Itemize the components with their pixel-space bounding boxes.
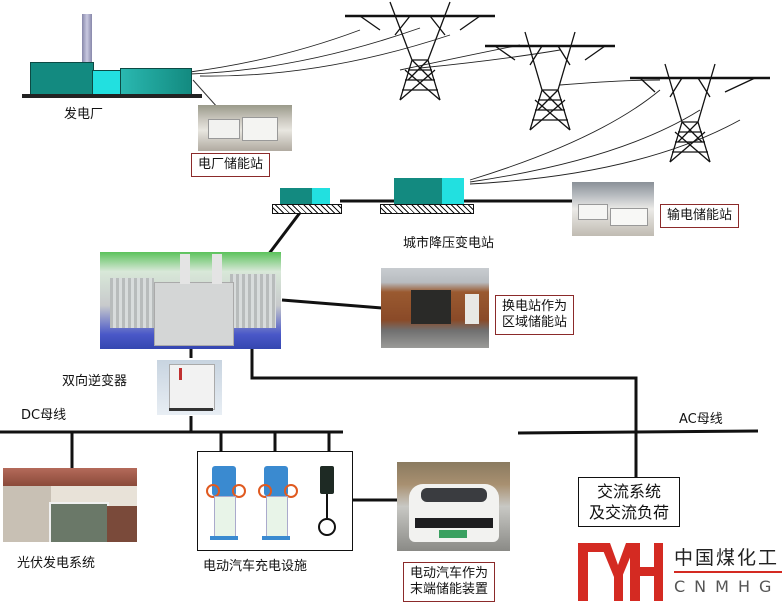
ac-bus-line	[517, 429, 759, 435]
transformer-photo	[100, 252, 281, 349]
ev-charging-group	[197, 451, 353, 551]
ev-storage-label: 电动汽车作为 末端储能装置	[403, 562, 496, 602]
power-plant-icon	[18, 14, 208, 100]
charger-photo	[256, 462, 298, 542]
inverter-label: 双向逆变器	[62, 374, 128, 389]
pv-system-label: 光伏发电系统	[17, 556, 96, 571]
ac-feeder-line	[250, 349, 638, 478]
ev-charging-label: 电动汽车充电设施	[203, 559, 308, 574]
city-substation-label: 城市降压变电站	[403, 236, 495, 251]
substation-icon	[380, 178, 474, 214]
swap-station-link	[281, 298, 383, 310]
transmission-tower-icon	[345, 1, 770, 163]
ac-system-box: 交流系统 及交流负荷	[578, 477, 681, 527]
charger-photo	[204, 462, 246, 542]
power-plant-label: 发电厂	[64, 107, 104, 122]
plant-storage-label: 电厂储能站	[191, 153, 271, 177]
inverter-photo	[157, 360, 222, 415]
substation-transformer-link	[266, 209, 304, 256]
dc-bus-label: DC母线	[21, 408, 67, 423]
battery-container-photo	[198, 105, 292, 151]
logo-name-en: CNMHG	[674, 577, 781, 596]
ac-bus-label: AC母线	[679, 412, 723, 427]
logo-mark-icon	[578, 543, 663, 601]
substation-icon	[272, 188, 342, 214]
logo-name-cn: 中国煤化工	[674, 547, 780, 569]
transmission-cables	[189, 27, 741, 185]
battery-container-photo	[572, 182, 654, 236]
solar-house-photo	[3, 468, 137, 542]
company-logo: 中国煤化工 CNMHG	[578, 541, 784, 605]
transmission-storage-label: 输电储能站	[660, 204, 740, 228]
swap-station-label: 换电站作为 区域储能站	[495, 295, 575, 335]
plant-storage-link	[192, 79, 219, 109]
charger-photo	[316, 462, 344, 542]
swap-station-photo	[381, 268, 489, 348]
ev-car-photo	[397, 462, 510, 551]
